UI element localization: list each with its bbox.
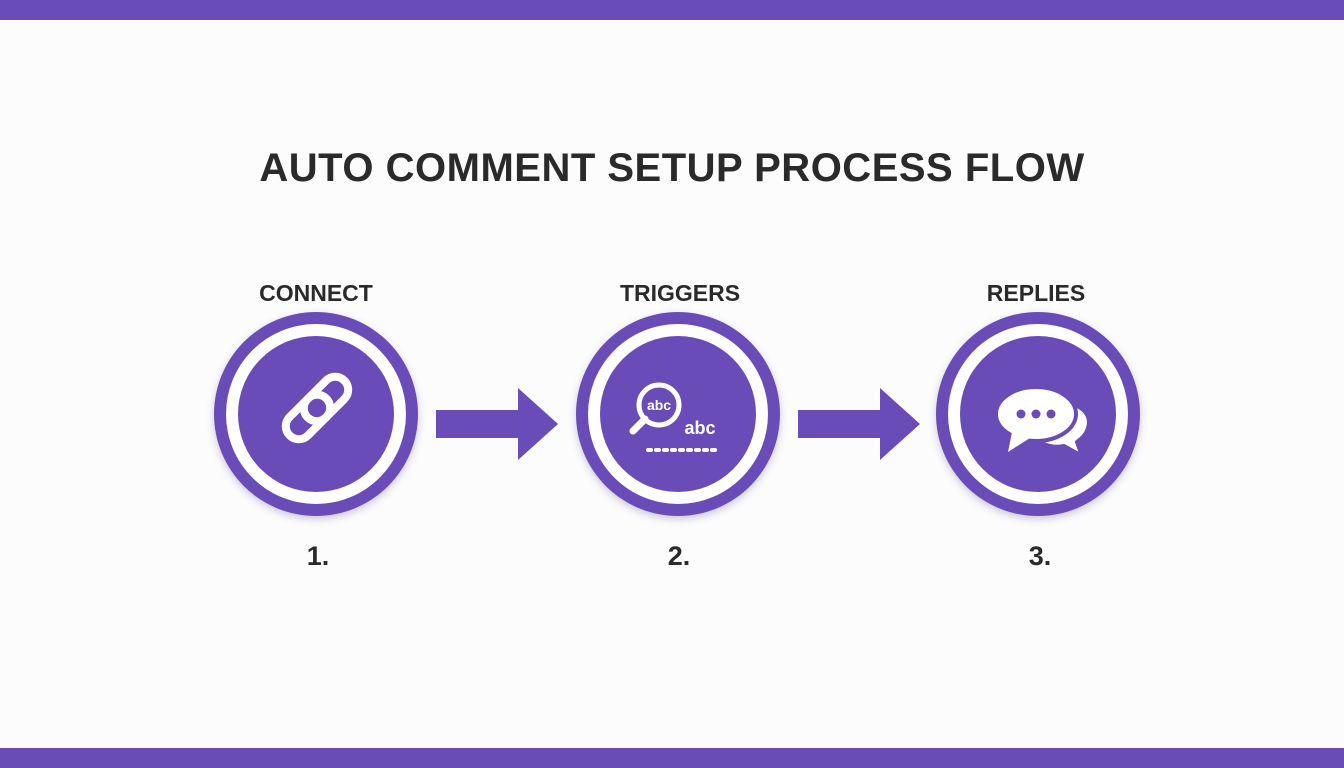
step-1-label: CONNECT bbox=[259, 280, 373, 306]
step-2-number: 2. bbox=[667, 541, 691, 571]
search-keyword-text: abc bbox=[647, 397, 671, 413]
chat-bubbles-icon bbox=[994, 385, 1091, 458]
step-1-circle bbox=[214, 312, 418, 516]
arrow-right-icon bbox=[436, 388, 558, 460]
match-keyword-text: abc bbox=[684, 418, 715, 438]
step-3-number: 3. bbox=[1028, 541, 1052, 571]
step-3-circle bbox=[936, 312, 1140, 516]
bottom-accent-bar bbox=[0, 748, 1344, 768]
step-2-label: TRIGGERS bbox=[619, 280, 741, 306]
step-2-circle: abc abc bbox=[576, 312, 780, 516]
link-chain-icon bbox=[281, 372, 353, 444]
keyword-search-icon: abc abc bbox=[629, 382, 722, 452]
step-3-label: REPLIES bbox=[986, 280, 1086, 306]
arrow-right-icon bbox=[798, 388, 920, 460]
step-1-number: 1. bbox=[306, 541, 330, 571]
top-accent-bar bbox=[0, 0, 1344, 20]
diagram-title: AUTO COMMENT SETUP PROCESS FLOW bbox=[259, 146, 1085, 190]
